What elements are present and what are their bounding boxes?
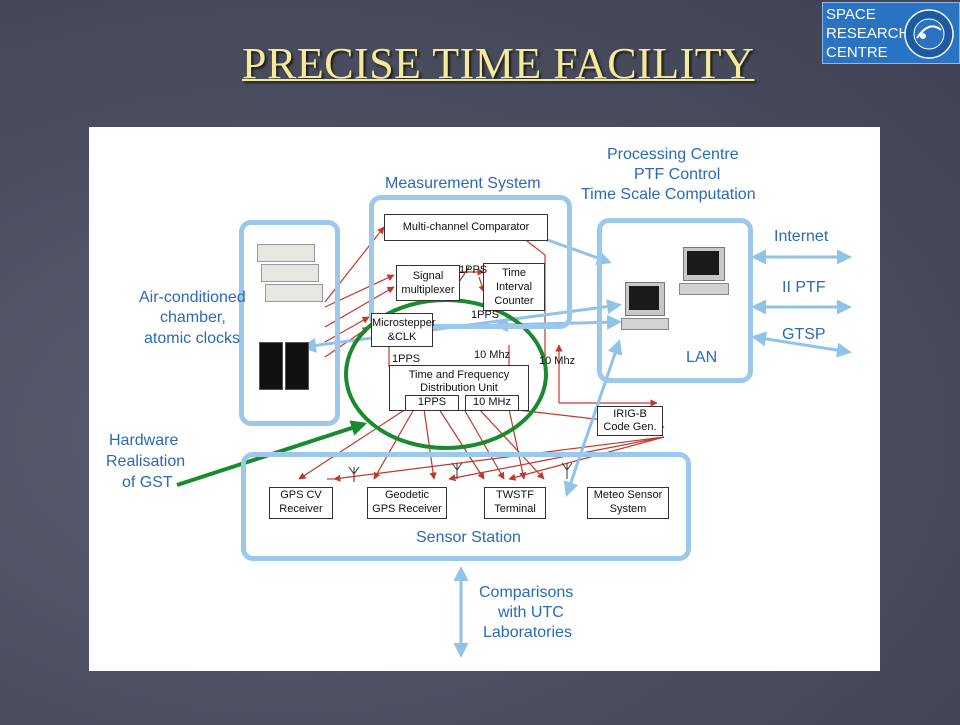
- chamber-label-line-2: chamber,: [160, 309, 226, 326]
- sensor-station-label: Sensor Station: [416, 529, 521, 546]
- comparisons-line-3: Laboratories: [483, 624, 572, 641]
- cbk-pan-emblem-icon: [904, 9, 954, 59]
- signal-label-1pps-top: 1PPS: [459, 264, 488, 276]
- chamber-label-line-1: Air-conditioned: [139, 289, 246, 306]
- comparisons-line-2: with UTC: [498, 604, 564, 621]
- meteo-sensor-system: Meteo Sensor System: [587, 487, 669, 519]
- slide-title: PRECISE TIME FACILITY: [242, 39, 755, 88]
- tfdu-10mhz-output: 10 MHz: [465, 395, 519, 411]
- irig-b-code-generator: IRIG-B Code Gen.: [597, 406, 663, 436]
- logo-line-3: CENTRE: [826, 44, 888, 61]
- signal-label-1pps-left: 1PPS: [392, 353, 421, 365]
- signal-label-10mhz-b: 10 Mhz: [539, 355, 576, 367]
- comparisons-line-1: Comparisons: [479, 584, 574, 601]
- gps-cv-receiver: GPS CV Receiver: [269, 487, 333, 519]
- measurement-system-label: Measurement System: [385, 175, 541, 192]
- sensor-station-group: [241, 452, 691, 561]
- processing-centre-line-3: Time Scale Computation: [581, 186, 756, 203]
- signal-label-10mhz-a: 10 Mhz: [474, 349, 511, 361]
- time-interval-counter: Time Interval Counter: [483, 263, 545, 311]
- ii-ptf-label: II PTF: [782, 279, 826, 296]
- workstation-2-image: [679, 247, 731, 307]
- multi-channel-comparator: Multi-channel Comparator: [384, 214, 548, 241]
- microstepper-clk: Microstepper &CLK: [371, 313, 436, 347]
- logo-line-1: SPACE: [826, 6, 876, 23]
- atomic-clock-chamber-group: [239, 220, 340, 426]
- logo-line-2: RESEARCH: [826, 25, 910, 42]
- diagram-panel: Multi-channel Comparator Signal multiple…: [89, 127, 880, 671]
- hardware-label-line-3: of GST: [122, 474, 173, 491]
- tfdu-1pps-output: 1PPS: [405, 395, 459, 411]
- processing-centre-group: [597, 218, 753, 383]
- signal-label-1pps-mid: 1PPS: [471, 309, 500, 321]
- measurement-system-group: [369, 195, 572, 329]
- processing-centre-line-2: PTF Control: [634, 166, 721, 183]
- hardware-label-line-1: Hardware: [109, 432, 179, 449]
- gtsp-label: GTSP: [782, 326, 826, 343]
- chamber-label-line-3: atomic clocks: [144, 330, 241, 347]
- internet-label: Internet: [774, 228, 829, 245]
- space-research-centre-logo: SPACE RESEARCH CENTRE: [822, 2, 960, 64]
- workstation-1-image: [621, 282, 669, 340]
- hardware-label-line-2: Realisation: [106, 453, 186, 470]
- processing-centre-line-1: Processing Centre: [607, 146, 739, 163]
- lan-label: LAN: [686, 349, 718, 366]
- twstf-terminal: TWSTF Terminal: [484, 487, 546, 519]
- atomic-clocks-image: [257, 244, 323, 399]
- signal-multiplexer: Signal multiplexer: [396, 265, 460, 301]
- geodetic-gps-receiver: Geodetic GPS Receiver: [367, 487, 447, 519]
